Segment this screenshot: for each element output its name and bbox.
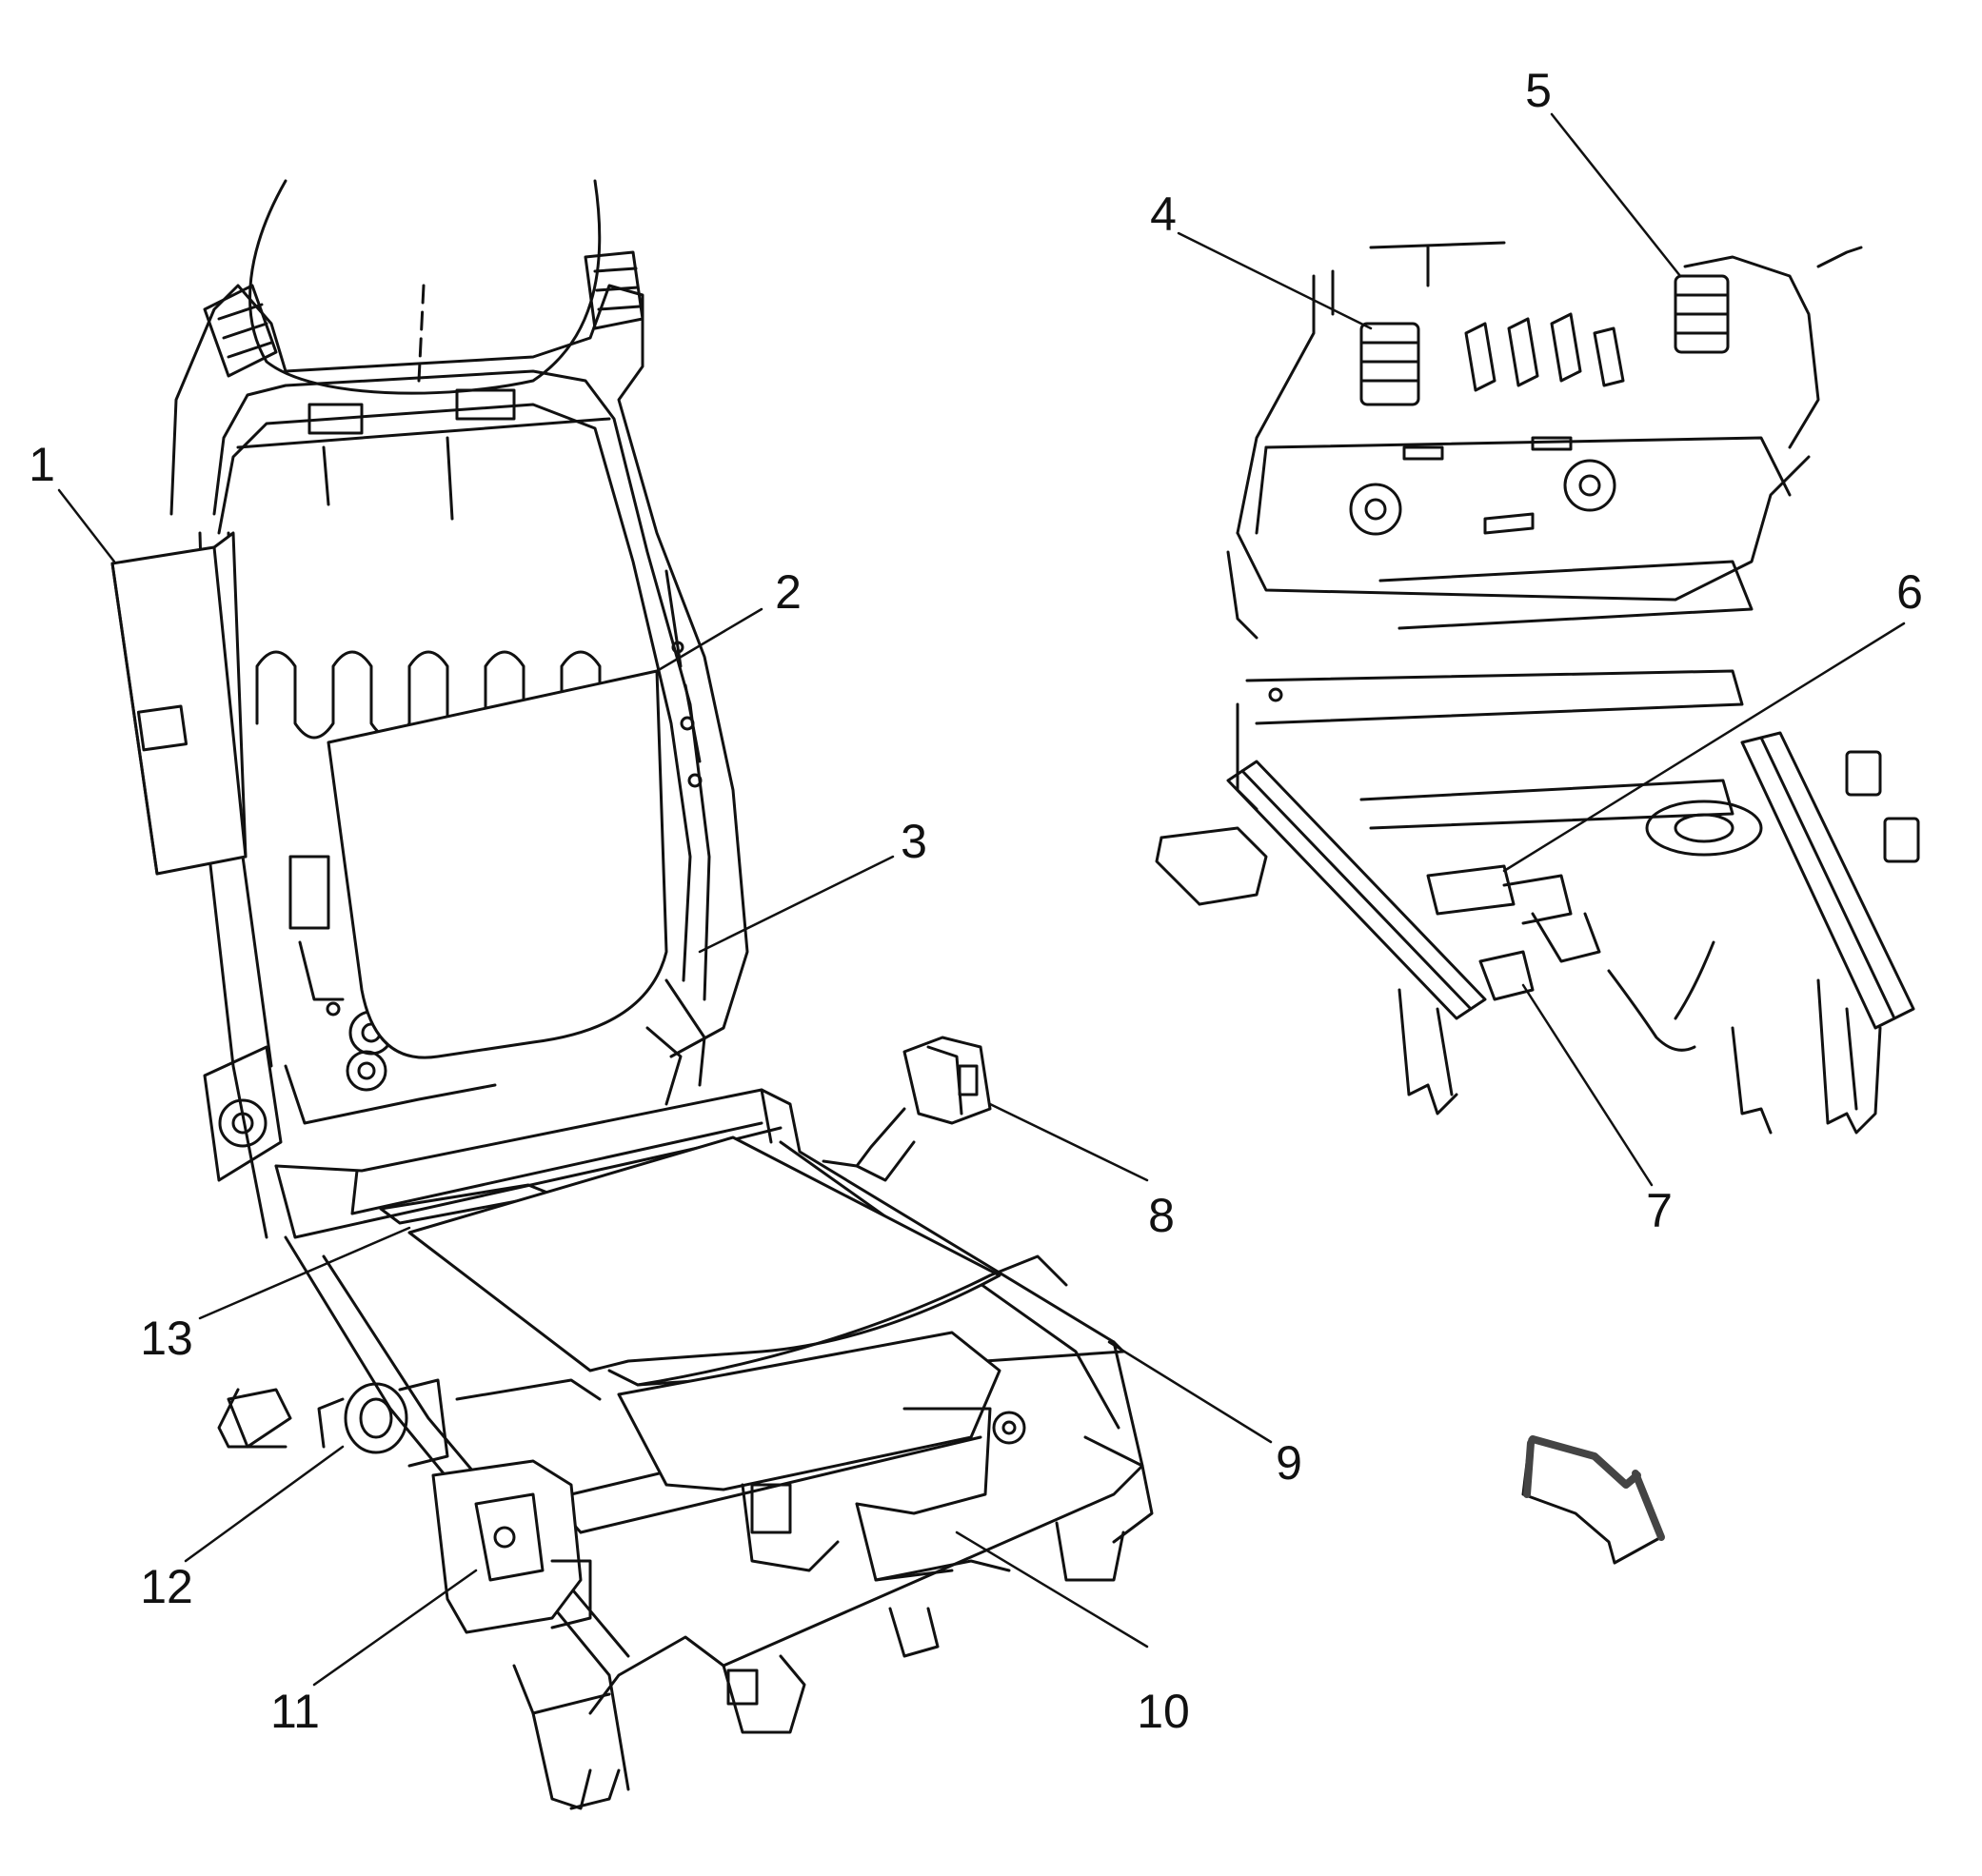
seat-belt-buckle [822,1036,992,1182]
seatback-sensor-pad [327,669,668,1059]
leader-line-4 [1177,231,1373,330]
seat-adjuster-motor [317,1378,449,1468]
callout-2: 2 [775,565,802,619]
leader-line-13 [198,1226,411,1320]
seat-track-left [217,1388,621,1810]
seat-underside-assembly [1155,241,1920,1135]
leader-line-12 [184,1445,345,1563]
callout-11: 11 [270,1685,320,1738]
callout-8: 8 [1148,1189,1175,1242]
leader-line-6 [1502,622,1906,873]
leader-line-1 [57,488,116,563]
side-airbag-module [110,531,248,876]
leader-line-11 [312,1569,478,1687]
forward-direction-arrow-icon [1521,1435,1665,1565]
callout-12: 12 [140,1560,193,1613]
leader-lines [57,112,1906,1687]
callout-1: 1 [29,438,55,491]
callout-3: 3 [901,815,927,868]
leader-line-7 [1521,983,1654,1187]
seat-cushion-sensor-mat [407,1135,1125,1387]
headrest-outline [248,179,602,395]
power-seat-switch [431,1459,592,1634]
callout-9: 9 [1276,1436,1302,1490]
callout-4: 4 [1150,188,1177,241]
seat-track-right [722,1435,1154,1734]
leader-line-9 [1107,1340,1273,1444]
lower-cushion-module [617,1331,1026,1582]
callout-5: 5 [1525,64,1552,117]
callout-6: 6 [1896,565,1923,619]
leader-line-2 [655,607,763,673]
seat-frame-assembly [110,179,1154,1810]
seat-back-frame [169,250,749,1239]
callout-10: 10 [1137,1685,1190,1738]
leader-line-10 [955,1530,1149,1649]
leader-line-8 [988,1102,1149,1182]
leader-line-5 [1550,112,1682,278]
leader-line-3 [698,855,895,954]
seatback-lower-hardware [284,978,706,1125]
callout-7: 7 [1646,1184,1673,1237]
callout-13: 13 [140,1312,193,1365]
